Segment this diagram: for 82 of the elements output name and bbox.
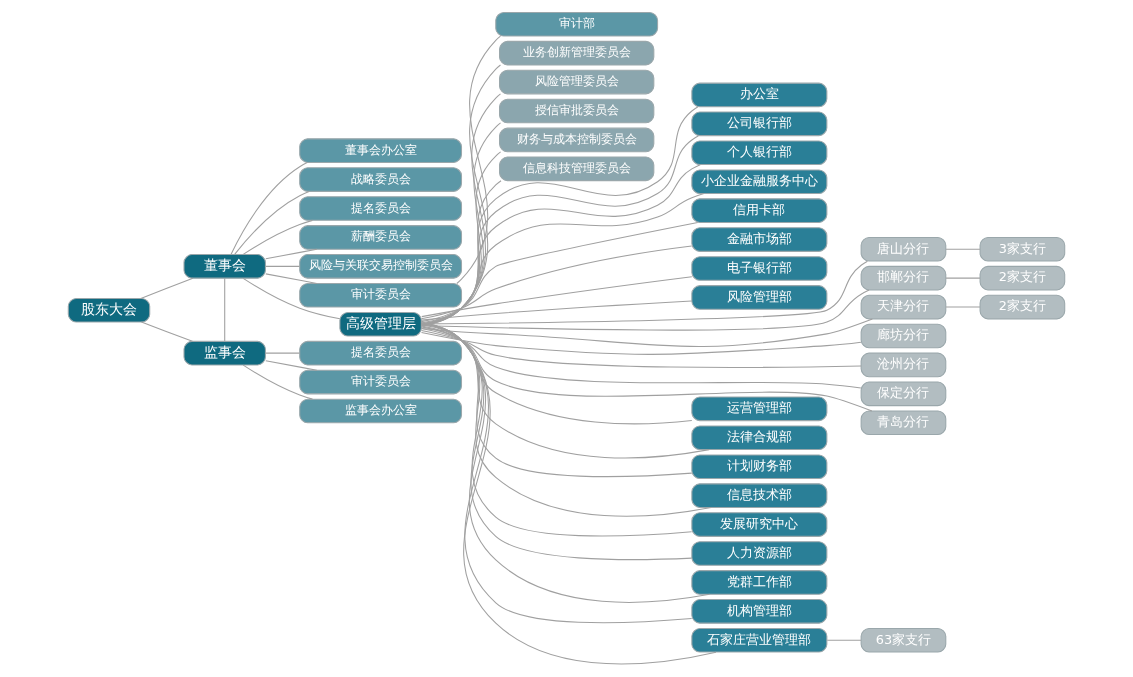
node-box: 董事会办公室 xyxy=(299,138,463,163)
node-box: 63家支行 xyxy=(860,627,947,653)
connector xyxy=(140,277,194,299)
connector xyxy=(265,352,300,354)
connector xyxy=(420,289,870,331)
node-box: 人力资源部 xyxy=(691,541,828,566)
node-box: 信用卡部 xyxy=(691,198,828,223)
node-box: 审计委员会 xyxy=(299,282,463,308)
node-box: 董事会 xyxy=(183,254,266,279)
node-box: 运营管理部 xyxy=(691,396,828,422)
node-box: 股东大会 xyxy=(67,297,151,323)
node-box: 石家庄营业管理部 xyxy=(691,627,828,653)
node-box: 业务创新管理委员会 xyxy=(499,40,655,66)
node-box: 天津分行 xyxy=(860,294,947,320)
connector xyxy=(230,162,308,255)
connector xyxy=(421,260,868,325)
connector xyxy=(265,360,318,371)
node-box: 个人银行部 xyxy=(691,140,828,166)
node-box: 2家支行 xyxy=(979,294,1066,320)
node-box: 邯郸分行 xyxy=(860,265,947,291)
node-box: 计划财务部 xyxy=(691,454,828,480)
connector xyxy=(420,324,710,459)
connector xyxy=(265,248,318,260)
connector xyxy=(242,277,341,320)
node-box: 战略委员会 xyxy=(299,167,463,192)
node-box: 保定分行 xyxy=(860,381,947,407)
node-box: 信息技术部 xyxy=(691,483,828,508)
connector xyxy=(420,326,873,412)
node-box: 高级管理层 xyxy=(339,311,422,337)
node-box: 监事会 xyxy=(183,340,266,366)
connector xyxy=(945,277,981,279)
connector xyxy=(224,277,226,342)
connector xyxy=(421,276,693,318)
connector xyxy=(420,329,862,368)
connector xyxy=(234,190,310,255)
connector xyxy=(242,364,313,400)
connector xyxy=(420,325,693,425)
connector xyxy=(826,639,862,641)
node-box: 薪酬委员会 xyxy=(299,225,463,250)
connector xyxy=(420,221,699,323)
node-box: 风险管理委员会 xyxy=(499,69,655,95)
connector xyxy=(421,323,693,478)
connector xyxy=(420,164,701,325)
node-box: 沧州分行 xyxy=(860,352,947,378)
connector xyxy=(420,323,712,517)
connector xyxy=(420,327,862,389)
node-box: 办公室 xyxy=(691,82,828,108)
connector xyxy=(945,248,981,250)
node-box: 公司银行部 xyxy=(691,111,828,137)
connector xyxy=(420,193,705,324)
connector xyxy=(265,273,318,285)
node-box: 2家支行 xyxy=(979,265,1066,291)
node-box: 信息科技管理委员会 xyxy=(499,156,655,182)
node-box: 党群工作部 xyxy=(691,570,828,595)
connector xyxy=(421,300,693,321)
node-box: 监事会办公室 xyxy=(299,398,463,424)
node-box: 唐山分行 xyxy=(860,236,947,262)
node-box: 审计委员会 xyxy=(299,369,463,395)
node-box: 法律合规部 xyxy=(691,425,828,451)
connector xyxy=(140,321,193,342)
node-box: 机构管理部 xyxy=(691,599,828,624)
node-box: 财务与成本控制委员会 xyxy=(499,127,655,153)
connector xyxy=(420,245,693,320)
connector xyxy=(265,265,300,267)
node-box: 风险管理部 xyxy=(691,285,828,310)
node-box: 提名委员会 xyxy=(299,196,463,221)
connector xyxy=(242,219,313,255)
connector xyxy=(945,306,981,308)
connector xyxy=(456,35,501,284)
node-box: 3家支行 xyxy=(979,236,1066,262)
node-box: 金融市场部 xyxy=(691,227,828,252)
node-box: 提名委员会 xyxy=(299,340,463,366)
node-box: 电子银行部 xyxy=(691,256,828,281)
connector xyxy=(421,322,717,665)
connector xyxy=(420,331,862,355)
node-box: 小企业金融服务中心 xyxy=(691,169,828,195)
node-box: 审计部 xyxy=(495,11,659,37)
node-box: 授信审批委员会 xyxy=(499,98,655,124)
node-box: 廊坊分行 xyxy=(860,323,947,349)
node-box: 青岛分行 xyxy=(860,410,947,436)
node-box: 风险与关联交易控制委员会 xyxy=(299,254,463,279)
node-box: 发展研究中心 xyxy=(691,512,828,537)
